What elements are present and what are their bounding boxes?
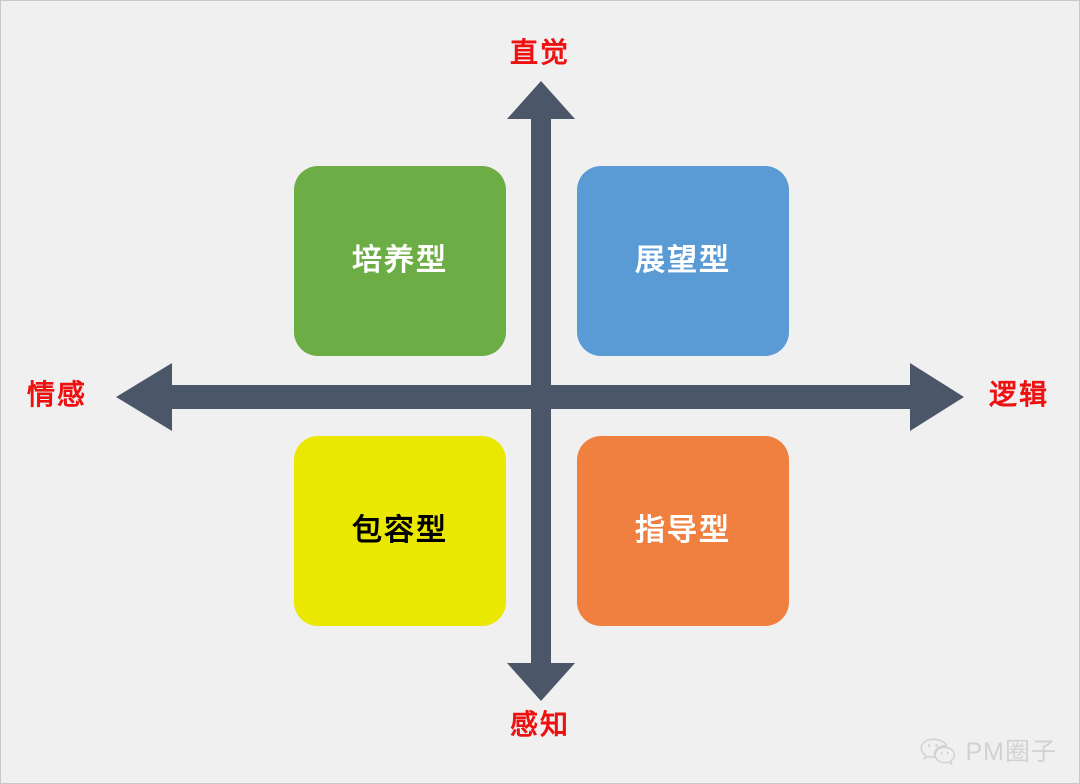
axis-label-right: 逻辑	[989, 379, 1050, 410]
vertical-axis-arrow	[507, 81, 575, 701]
watermark: PM圈子	[920, 737, 1057, 767]
quadrant-nurturing[interactable]: 培养型	[294, 166, 506, 356]
wechat-icon	[920, 738, 956, 766]
quadrant-directive-label: 指导型	[635, 514, 731, 547]
quadrant-directive[interactable]: 指导型	[577, 436, 789, 626]
quadrant-inclusive-label: 包容型	[352, 514, 448, 547]
quadrant-inclusive[interactable]: 包容型	[294, 436, 506, 626]
axis-label-bottom: 感知	[509, 709, 570, 740]
watermark-text: PM圈子	[965, 737, 1057, 766]
horizontal-axis-arrow	[116, 363, 964, 431]
quadrant-visionary[interactable]: 展望型	[577, 166, 789, 356]
axis-label-left: 情感	[27, 379, 88, 410]
quadrant-nurturing-label: 培养型	[352, 244, 448, 277]
quadrant-visionary-label: 展望型	[635, 244, 731, 277]
axis-label-top: 直觉	[509, 37, 570, 68]
